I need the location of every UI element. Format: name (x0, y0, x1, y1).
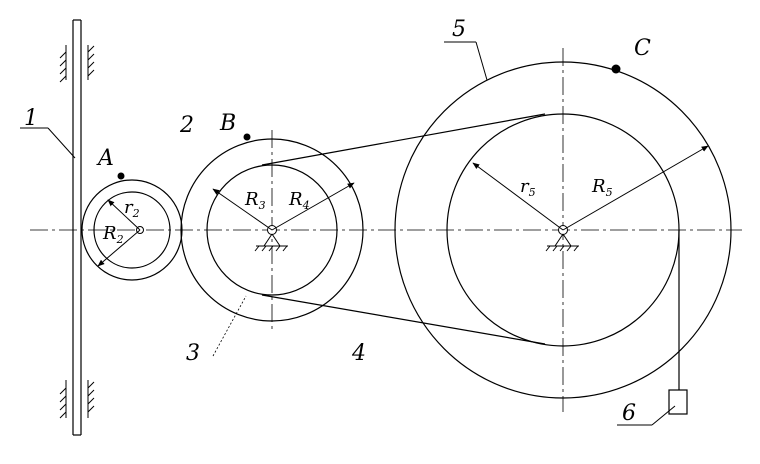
label-radius-r5-big: R5 (591, 176, 613, 199)
rack-1 (72, 19, 82, 436)
point-a-marker (117, 172, 125, 180)
label-point-a: A (96, 146, 114, 171)
belt-bottom (261, 294, 546, 345)
leader-5-slant (475, 41, 488, 81)
radius-r5-small-arrow (472, 162, 564, 231)
leader-6-slant (651, 405, 676, 426)
label-part-6: 6 (622, 401, 636, 426)
label-point-b: B (219, 111, 236, 136)
label-radius-r5-small: r5 (520, 176, 536, 199)
label-part-5: 5 (452, 17, 466, 42)
label-part-2: 2 (179, 113, 194, 138)
point-b-marker (243, 133, 251, 141)
radius-r4-arrow (271, 182, 355, 231)
leader-3 (212, 295, 247, 357)
label-part-4: 4 (351, 341, 366, 366)
label-part-3: 3 (186, 341, 200, 366)
pivot-3 (254, 225, 288, 252)
wheel-2 (81, 179, 183, 281)
leader-1-slant (47, 127, 76, 159)
point-c-marker (611, 64, 621, 74)
label-radius-r4: R4 (288, 189, 310, 212)
rack-guide-top (59, 45, 95, 83)
radius-r5-big-arrow (562, 145, 709, 231)
label-part-1: 1 (24, 106, 38, 131)
pulley-4 (206, 164, 338, 296)
label-radius-r3: R3 (244, 189, 266, 212)
belt-top (261, 113, 546, 166)
label-radius-r2-big: R2 (102, 223, 124, 246)
label-point-c: C (634, 36, 651, 61)
load-6 (668, 389, 688, 415)
label-radius-r2-small: r2 (124, 197, 140, 220)
rack-guide-bottom (59, 380, 95, 419)
radius-r3-arrow (212, 188, 273, 231)
